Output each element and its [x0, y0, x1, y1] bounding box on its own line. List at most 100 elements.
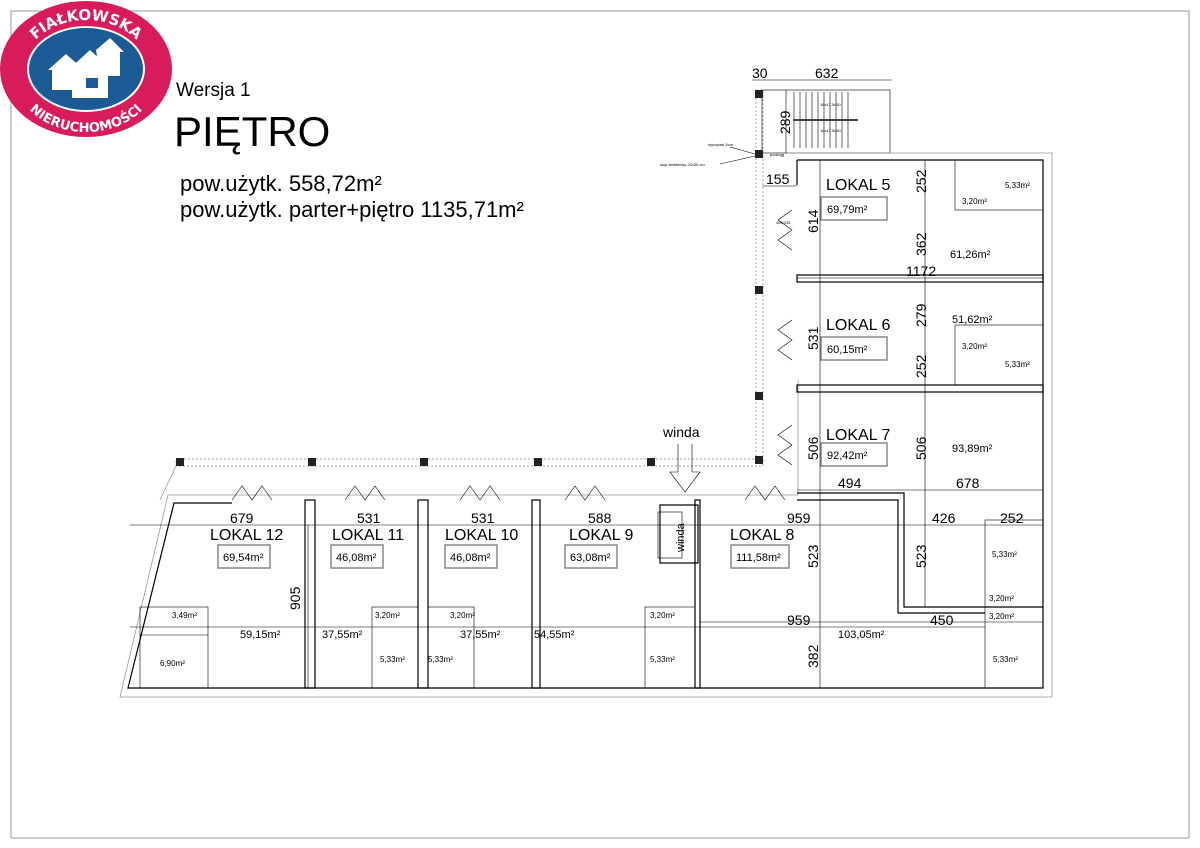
- unit-lokal-9[interactable]: LOKAL 9 63,08m² 54,55m² 3,20m² 5,33m²: [534, 527, 675, 664]
- company-logo: FIAŁKOWSKA NIERUCHOMOŚCI: [0, 1, 172, 137]
- svg-text:614: 614: [805, 209, 821, 233]
- svg-text:588: 588: [588, 510, 612, 526]
- svg-text:92,42m²: 92,42m²: [827, 450, 868, 462]
- svg-text:37,55m²: 37,55m²: [460, 629, 501, 641]
- page-title: PIĘTRO: [174, 108, 330, 155]
- svg-text:16x17,5x30: 16x17,5x30: [820, 102, 841, 107]
- svg-text:LOKAL 8: LOKAL 8: [730, 527, 794, 544]
- svg-text:LOKAL 9: LOKAL 9: [569, 527, 633, 544]
- svg-text:16x17,5x30: 16x17,5x30: [820, 128, 841, 133]
- svg-text:450: 450: [930, 612, 954, 628]
- total-area: pow.użytk. parter+piętro 1135,71m²: [180, 197, 524, 222]
- svg-text:LOKAL 11: LOKAL 11: [332, 527, 404, 544]
- svg-text:279: 279: [913, 303, 929, 327]
- dimensions-vertical: 289 614 252 362 531 279 252 506 506 523 …: [287, 110, 929, 668]
- houses-icon: [48, 38, 124, 98]
- svg-text:podciąg: podciąg: [770, 152, 784, 157]
- svg-text:289: 289: [777, 110, 793, 134]
- svg-text:46,08m²: 46,08m²: [450, 552, 491, 564]
- svg-text:494: 494: [838, 475, 862, 491]
- svg-text:506: 506: [913, 436, 929, 460]
- svg-text:63,08m²: 63,08m²: [570, 552, 611, 564]
- svg-text:3,20m²: 3,20m²: [450, 611, 475, 620]
- svg-text:531: 531: [471, 510, 495, 526]
- staircase: 16x17,5x30 16x17,5x30: [761, 89, 891, 154]
- svg-text:382: 382: [805, 644, 821, 668]
- svg-text:905: 905: [287, 586, 303, 610]
- svg-text:679: 679: [230, 510, 254, 526]
- dimension-lines: [130, 79, 1043, 688]
- svg-text:winda: winda: [662, 424, 700, 440]
- svg-text:winda: winda: [675, 522, 687, 553]
- svg-text:632: 632: [815, 65, 839, 81]
- svg-text:3,20m²: 3,20m²: [989, 612, 1014, 621]
- svg-text:1172: 1172: [906, 263, 936, 279]
- svg-text:3,20m²: 3,20m²: [375, 611, 400, 620]
- svg-text:362: 362: [913, 232, 929, 256]
- svg-text:3,20m²: 3,20m²: [650, 611, 675, 620]
- svg-text:523: 523: [805, 544, 821, 568]
- svg-text:5,33m²: 5,33m²: [1005, 181, 1030, 190]
- doors: [231, 209, 793, 501]
- svg-text:3,20m²: 3,20m²: [962, 197, 987, 206]
- svg-text:59,15m²: 59,15m²: [240, 629, 281, 641]
- svg-text:103,05m²: 103,05m²: [838, 629, 885, 641]
- svg-text:523: 523: [913, 544, 929, 568]
- svg-text:LOKAL 5: LOKAL 5: [826, 177, 890, 194]
- svg-text:3,20m²: 3,20m²: [989, 594, 1014, 603]
- svg-text:styropian 5cm: styropian 5cm: [708, 142, 734, 147]
- svg-text:LOKAL 10: LOKAL 10: [445, 527, 518, 544]
- floor-area: pow.użytk. 558,72m²: [180, 171, 382, 196]
- svg-text:5,33m²: 5,33m²: [1005, 360, 1030, 369]
- unit-lokal-6[interactable]: LOKAL 6 60,15m² 51,62m² 3,20m² 5,33m²: [820, 314, 1030, 369]
- svg-text:5,33m²: 5,33m²: [650, 655, 675, 664]
- svg-text:LOKAL 6: LOKAL 6: [826, 317, 890, 334]
- svg-text:426: 426: [932, 510, 956, 526]
- elevator-marker: winda winda: [662, 424, 701, 553]
- door-tag: 400/235: [776, 220, 791, 225]
- svg-text:5,33m²: 5,33m²: [992, 550, 1017, 559]
- version-label: Wersja 1: [176, 80, 251, 101]
- svg-text:252: 252: [913, 354, 929, 378]
- svg-text:252: 252: [1000, 510, 1024, 526]
- dimensions-horizontal: 30 632 155 1172 494 678 679 531 531 588 …: [230, 65, 1024, 628]
- elevator-shaft: [657, 511, 683, 559]
- building-walls: [119, 152, 1053, 698]
- svg-text:3,20m²: 3,20m²: [962, 342, 987, 351]
- svg-text:LOKAL 12: LOKAL 12: [210, 527, 283, 544]
- svg-text:531: 531: [357, 510, 381, 526]
- svg-text:111,58m²: 111,58m²: [736, 552, 781, 564]
- svg-text:3,49m²: 3,49m²: [172, 611, 197, 620]
- svg-text:LOKAL 7: LOKAL 7: [826, 427, 890, 444]
- svg-text:54,55m²: 54,55m²: [534, 629, 575, 641]
- svg-text:51,62m²: 51,62m²: [952, 314, 993, 326]
- page-frame: [10, 10, 1190, 839]
- svg-text:678: 678: [956, 475, 980, 491]
- svg-text:5,33m²: 5,33m²: [993, 655, 1018, 664]
- unit-lokal-10[interactable]: LOKAL 10 46,08m² 37,55m² 3,20m² 5,33m²: [428, 527, 518, 664]
- svg-text:37,55m²: 37,55m²: [322, 629, 363, 641]
- unit-lokal-8[interactable]: LOKAL 8 111,58m² 103,05m² 5,33m² 3,20m² …: [730, 527, 1018, 664]
- svg-text:46,08m²: 46,08m²: [336, 552, 377, 564]
- svg-text:6,90m²: 6,90m²: [160, 659, 185, 668]
- svg-text:959: 959: [787, 510, 811, 526]
- gallery: styropian 5cm słup żelbetowy 20x30 cm po…: [159, 89, 784, 501]
- unit-lokal-7[interactable]: LOKAL 7 92,42m² 93,89m²: [820, 427, 993, 467]
- svg-text:30: 30: [752, 65, 768, 81]
- svg-text:69,54m²: 69,54m²: [223, 552, 264, 564]
- svg-text:506: 506: [805, 436, 821, 460]
- svg-text:69,79m²: 69,79m²: [827, 204, 868, 216]
- unit-lokal-11[interactable]: LOKAL 11 46,08m² 37,55m² 3,20m² 5,33m²: [322, 527, 405, 664]
- svg-text:61,26m²: 61,26m²: [950, 249, 991, 261]
- unit-lokal-12[interactable]: LOKAL 12 69,54m² 59,15m² 3,49m² 6,90m²: [160, 527, 283, 668]
- unit-lokal-5[interactable]: LOKAL 5 69,79m² 61,26m² 5,33m² 3,20m²: [820, 177, 1030, 261]
- svg-text:959: 959: [787, 612, 811, 628]
- svg-text:93,89m²: 93,89m²: [952, 443, 993, 455]
- svg-text:531: 531: [805, 326, 821, 350]
- svg-text:252: 252: [913, 169, 929, 193]
- svg-text:60,15m²: 60,15m²: [827, 344, 868, 356]
- svg-text:155: 155: [766, 171, 790, 187]
- svg-text:5,33m²: 5,33m²: [428, 655, 453, 664]
- svg-text:słup żelbetowy 20x30 cm: słup żelbetowy 20x30 cm: [660, 162, 705, 167]
